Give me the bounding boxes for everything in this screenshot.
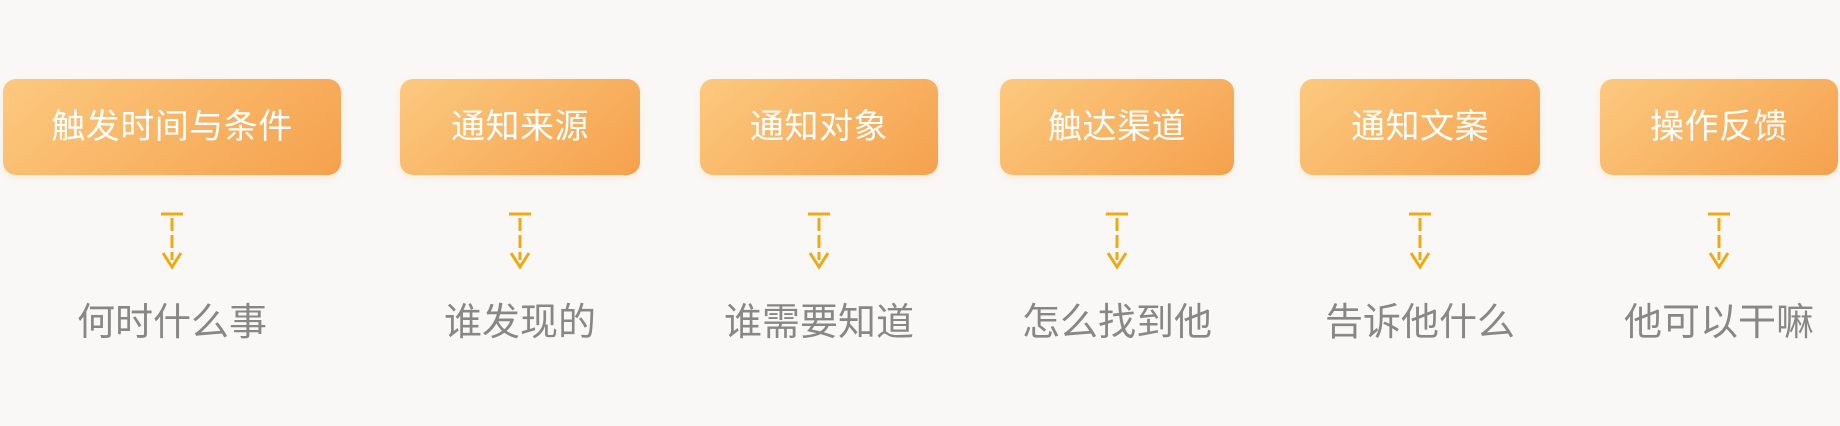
- step-box: 通知文案: [1300, 79, 1540, 175]
- down-arrow-icon: [808, 212, 830, 270]
- down-arrow-icon: [1409, 212, 1431, 270]
- step-box: 通知对象: [700, 79, 938, 175]
- flow-step-audience: 通知对象 谁需要知道: [700, 79, 938, 342]
- down-arrow-icon: [1708, 212, 1730, 270]
- step-box: 触发时间与条件: [3, 79, 341, 175]
- step-label: 谁需要知道: [723, 302, 914, 344]
- step-label: 他可以干嘛: [1623, 302, 1814, 344]
- flow-step-channel: 触达渠道 怎么找到他: [1000, 79, 1234, 342]
- step-title: 通知对象: [750, 108, 888, 146]
- flow-step-copy: 通知文案 告诉他什么: [1300, 79, 1540, 342]
- down-arrow-icon: [1106, 212, 1128, 270]
- down-arrow-icon: [509, 212, 531, 270]
- step-title: 操作反馈: [1650, 108, 1788, 146]
- step-title: 通知来源: [451, 108, 589, 146]
- step-title: 通知文案: [1351, 108, 1489, 146]
- down-arrow-icon: [161, 212, 183, 270]
- flow-step-source: 通知来源 谁发现的: [400, 79, 640, 342]
- step-title: 触达渠道: [1048, 108, 1186, 146]
- flow-step-feedback: 操作反馈 他可以干嘛: [1600, 79, 1838, 342]
- step-label: 何时什么事: [76, 302, 267, 344]
- flow-step-trigger: 触发时间与条件 何时什么事: [3, 79, 341, 342]
- step-label: 谁发现的: [443, 302, 596, 344]
- step-box: 通知来源: [400, 79, 640, 175]
- step-label: 告诉他什么: [1324, 302, 1515, 344]
- step-title: 触发时间与条件: [51, 108, 293, 146]
- step-box: 操作反馈: [1600, 79, 1838, 175]
- step-box: 触达渠道: [1000, 79, 1234, 175]
- step-label: 怎么找到他: [1021, 302, 1212, 344]
